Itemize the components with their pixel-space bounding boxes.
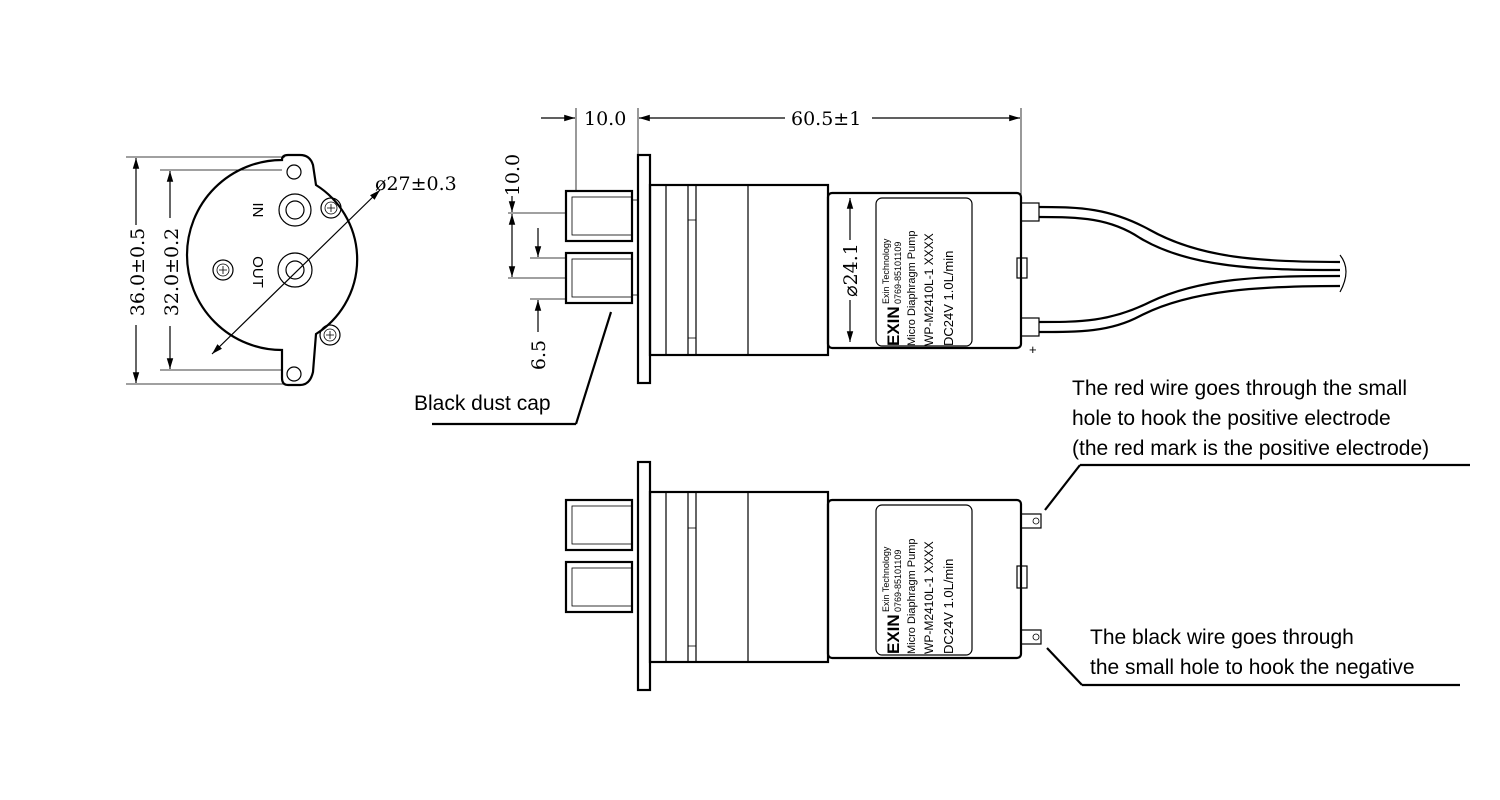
nozzle-bottom	[564, 560, 634, 614]
motor-can	[826, 498, 1023, 660]
port-label-in: IN	[249, 203, 266, 218]
svg-text:Exin Technology: Exin Technology	[881, 546, 891, 612]
svg-text:DC24V 1.0L/min: DC24V 1.0L/min	[941, 559, 956, 654]
svg-text:0769-85101109: 0769-85101109	[893, 550, 903, 612]
mount-hole-top	[286, 164, 302, 180]
in-port-outer	[278, 193, 312, 227]
dust-cap-bottom	[564, 251, 634, 305]
screw-icon	[212, 259, 234, 281]
pump-label-bottom: EXIN Exin Technology 0769-85101109 Micro…	[881, 538, 956, 654]
red-wire	[1038, 205, 1341, 264]
side-view-bottom	[564, 460, 1470, 692]
note-red-wire-line-2: hole to hook the positive electrode	[1072, 407, 1391, 430]
end-view: IN OUT ø27±0.3 36.0±0.5 32.0±0.2	[124, 153, 457, 387]
brand-logo: EXIN	[884, 306, 903, 346]
black-wire	[1038, 274, 1341, 324]
dim-inner-height: 32.0±0.2	[161, 228, 183, 316]
terminal-negative	[1020, 629, 1042, 645]
note-red-wire-line-3: (the red mark is the positive electrode)	[1072, 437, 1429, 460]
dust-cap-top	[564, 189, 634, 243]
svg-text:Exin Technology: Exin Technology	[881, 238, 891, 304]
out-port-inner	[285, 260, 305, 280]
terminal-top	[1020, 202, 1040, 222]
side-view-top: 10.0 60.5±1 10.0 6.5	[414, 108, 1347, 426]
dim-nozzle-height: 10.0	[502, 154, 524, 196]
plus-mark: +	[1029, 342, 1037, 357]
terminal-positive	[1020, 513, 1042, 529]
motor-can	[826, 191, 1023, 350]
svg-text:WP-M2410L-1 XXXX: WP-M2410L-1 XXXX	[922, 541, 936, 654]
diameter-leader	[211, 189, 381, 355]
pump-label-plate	[875, 504, 973, 656]
terminal-bottom	[1020, 317, 1040, 337]
pump-head	[648, 183, 830, 357]
screw-icon	[319, 324, 341, 346]
out-port-outer	[277, 252, 313, 288]
black-wire-leader	[1046, 647, 1083, 686]
dim-motor-diameter: ⌀24.1	[840, 243, 862, 297]
dim-body-length: 60.5±1	[791, 108, 861, 130]
port-label-out: OUT	[249, 256, 266, 288]
note-black-wire-line-1: The black wire goes through	[1090, 626, 1354, 649]
dust-cap-label: Black dust cap	[414, 392, 551, 415]
end-view-outline	[185, 153, 359, 387]
note-black-wire: The black wire goes through the small ho…	[1090, 626, 1415, 679]
dim-nozzle-length: 10.0	[584, 108, 626, 130]
pump-head	[648, 490, 830, 664]
brand-logo: EXIN	[884, 614, 903, 654]
note-red-wire: The red wire goes through the small hole…	[1072, 377, 1429, 460]
dim-diameter: ø27±0.3	[375, 173, 457, 195]
note-red-wire-line-1: The red wire goes through the small	[1072, 377, 1407, 400]
svg-text:0769-85101109: 0769-85101109	[893, 242, 903, 304]
svg-text:Micro Diaphragm Pump: Micro Diaphragm Pump	[906, 538, 918, 654]
pump-label-top: EXIN Exin Technology 0769-85101109 Micro…	[881, 230, 956, 346]
in-port-inner	[285, 200, 305, 220]
svg-text:WP-M2410L-1 XXXX: WP-M2410L-1 XXXX	[922, 233, 936, 346]
dim-outer-height: 36.0±0.5	[127, 228, 149, 316]
screw-icon	[320, 197, 342, 219]
flange	[636, 460, 652, 692]
svg-text:DC24V 1.0L/min: DC24V 1.0L/min	[941, 251, 956, 346]
nozzle-top	[564, 498, 634, 552]
pump-label-plate	[875, 197, 973, 347]
red-wire-leader	[1044, 464, 1081, 511]
mount-hole-bottom	[286, 366, 302, 382]
flange	[636, 153, 652, 385]
dim-nozzle-gap: 6.5	[528, 340, 550, 370]
note-black-wire-line-2: the small hole to hook the negative	[1090, 656, 1415, 679]
svg-text:Micro Diaphragm Pump: Micro Diaphragm Pump	[906, 230, 918, 346]
